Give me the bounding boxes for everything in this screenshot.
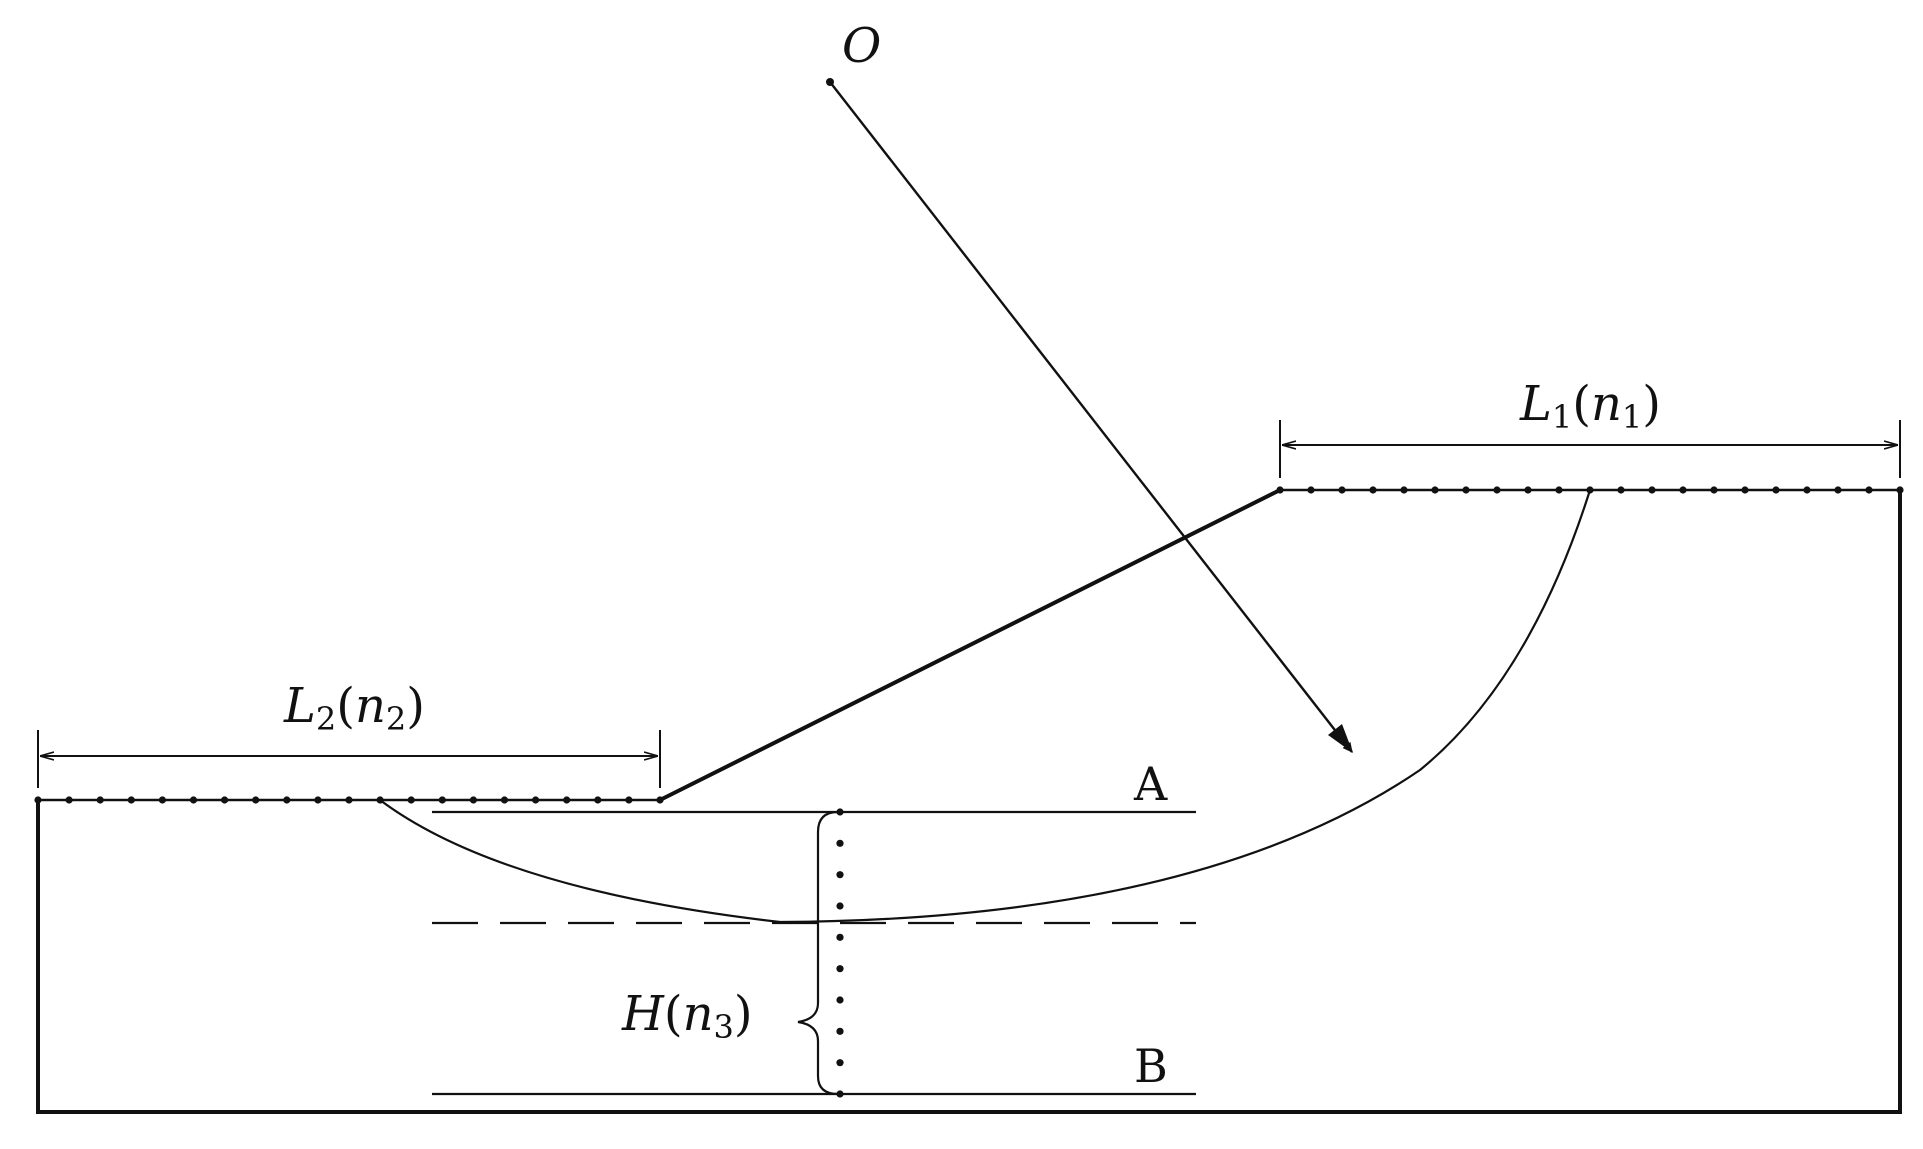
label-depth: H(n3) (621, 986, 753, 1046)
surface-dot (438, 796, 446, 804)
label-top-length: L1(n1) (1519, 376, 1661, 436)
surface-dot (594, 796, 602, 804)
slope-outline (36, 490, 1902, 1114)
bottom-dimension (37, 730, 661, 788)
depth-dot (836, 1059, 844, 1067)
surface-dot (158, 796, 166, 804)
surface-dot (1741, 486, 1749, 494)
slope-face (659, 488, 1281, 802)
depth-dot (836, 933, 844, 941)
surface-dot (1369, 486, 1377, 494)
radius-arrow (829, 81, 1353, 753)
top-surface-dots (1276, 486, 1904, 494)
depth-dot (836, 871, 844, 879)
depth-dot (836, 996, 844, 1004)
surface-dot (563, 796, 571, 804)
surface-dot (1772, 486, 1780, 494)
surface-dot (1276, 486, 1284, 494)
surface-dot (34, 796, 42, 804)
surface-dot (1431, 486, 1439, 494)
depth-dot (836, 1090, 844, 1098)
surface-dot (283, 796, 291, 804)
surface-dot (189, 796, 198, 804)
depth-dot (836, 808, 844, 816)
surface-dot (1338, 486, 1346, 494)
surface-dot (1493, 486, 1501, 494)
surface-dot (1679, 486, 1687, 494)
depth-dot (836, 902, 844, 910)
surface-dot (1896, 486, 1904, 494)
label-line-b: B (1134, 1039, 1168, 1093)
surface-dot (1524, 486, 1532, 494)
top-dimension (1279, 420, 1901, 478)
surface-dot (1462, 486, 1470, 494)
surface-dot (656, 796, 664, 804)
surface-dot (1617, 486, 1625, 494)
surface-dot (532, 796, 540, 804)
surface-dot (221, 796, 229, 804)
surface-dot (500, 796, 509, 804)
label-bottom-length: L2(n2) (283, 678, 425, 738)
surface-dot (252, 796, 260, 804)
surface-dot (345, 796, 353, 804)
vertical-dotted-line (836, 808, 844, 1098)
surface-dot (407, 796, 415, 804)
surface-dot (1555, 486, 1563, 494)
slip-surface-arc (379, 489, 1592, 924)
bottom-surface-dots (34, 796, 664, 804)
surface-dot (625, 796, 633, 804)
label-center: O (842, 18, 881, 74)
surface-dot (1865, 486, 1873, 494)
radius-arrow-head (1328, 724, 1353, 753)
surface-dot (96, 796, 104, 804)
surface-dot (314, 796, 322, 804)
depth-dot (836, 965, 844, 973)
depth-dot (836, 839, 844, 847)
surface-dot (1400, 486, 1408, 494)
surface-dot (65, 796, 73, 804)
surface-dot (1307, 486, 1315, 494)
surface-dot (1710, 486, 1718, 494)
surface-dot (1834, 486, 1842, 494)
surface-dot (469, 796, 477, 804)
surface-dot (127, 796, 135, 804)
label-line-a: A (1133, 757, 1168, 811)
surface-dot (1803, 486, 1811, 494)
depth-brace (797, 810, 839, 1096)
depth-dot (836, 1027, 844, 1035)
surface-dot (1648, 486, 1656, 494)
